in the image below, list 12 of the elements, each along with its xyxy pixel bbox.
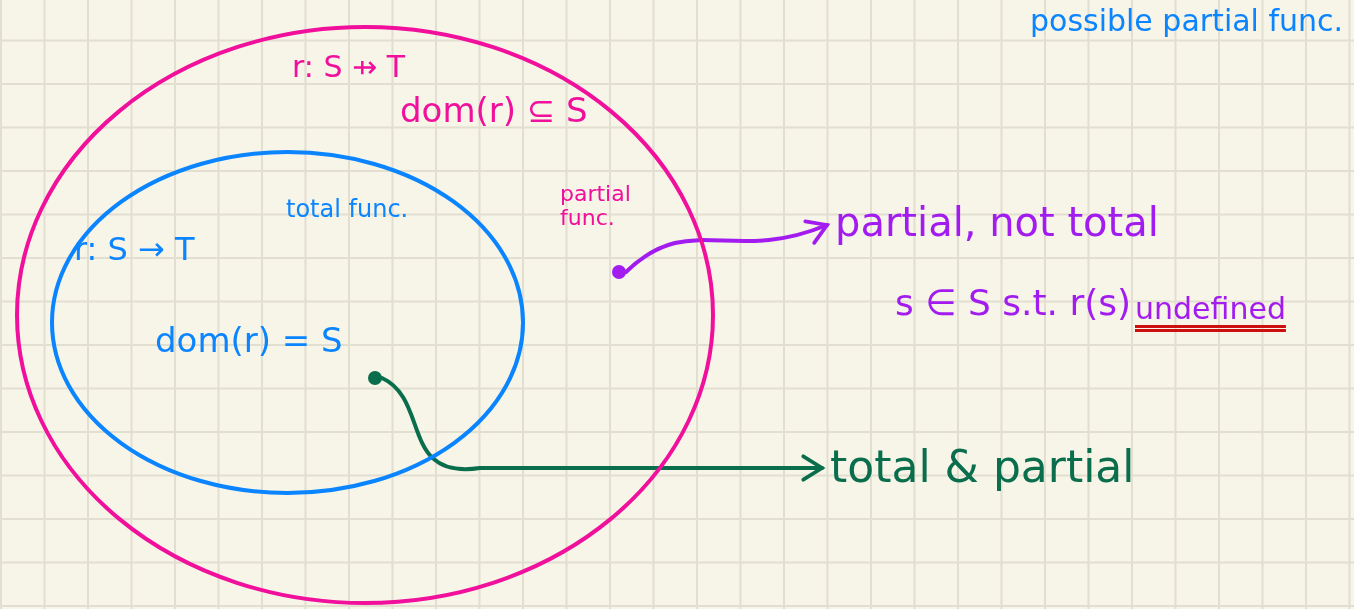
note-text: partial func. xyxy=(560,182,632,231)
arrow xyxy=(380,376,824,482)
note-text: s ∈ S s.t. r(s) xyxy=(895,283,1132,323)
heading-text: r: S ⇸ T xyxy=(292,50,406,83)
note-text: possible partial func. xyxy=(1030,4,1344,37)
note-text: total & partial xyxy=(830,443,1135,492)
note-text: undefined xyxy=(1135,292,1286,325)
note-text: dom(r) = S xyxy=(155,322,343,360)
arrow xyxy=(624,218,829,274)
heading-text: partial, not total xyxy=(835,200,1159,244)
note-text: total func. xyxy=(286,196,410,223)
note-text: dom(r) ⊆ S xyxy=(400,92,588,130)
